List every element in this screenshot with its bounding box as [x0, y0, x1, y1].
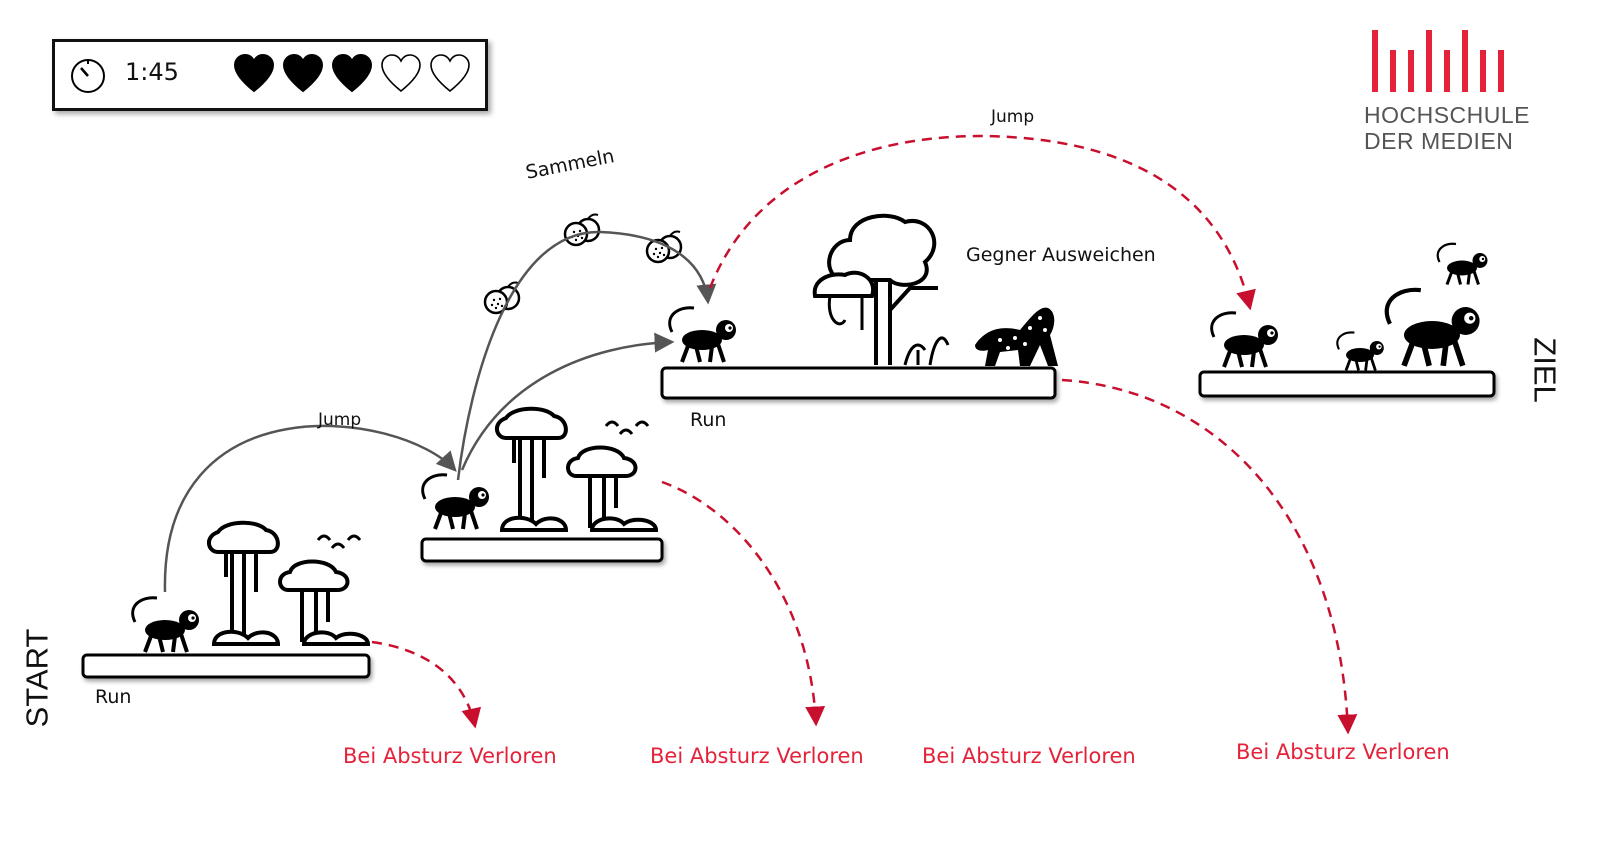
fall-path-3 — [1061, 378, 1358, 735]
monkey-goal-1 — [1209, 310, 1280, 369]
orange-2 — [563, 213, 601, 247]
orange-3 — [645, 230, 683, 264]
run-path-2 — [460, 332, 675, 471]
fail-label-3: Bei Absturz Verloren — [922, 744, 1136, 768]
collect-path — [456, 230, 717, 481]
jump-label-2: Jump — [991, 107, 1035, 127]
platform-1 — [81, 653, 371, 679]
orange-1 — [483, 281, 521, 315]
heart-empty-icon — [430, 54, 470, 93]
run-label-2: Run — [690, 409, 727, 431]
big-tree — [812, 213, 950, 366]
lives — [233, 54, 471, 94]
monkey-goal-top — [1436, 242, 1489, 286]
heart-empty-icon — [381, 54, 421, 93]
platform-goal — [1198, 370, 1496, 398]
platform-3 — [660, 366, 1057, 400]
jungle-trees-1 — [206, 520, 370, 646]
monkey-adult — [1387, 290, 1480, 366]
monkey-baby — [1335, 331, 1386, 372]
stopwatch-icon — [71, 59, 105, 93]
logo-bars — [1364, 30, 1534, 92]
logo-line-2: DER MEDIEN — [1364, 128, 1514, 154]
logo-line-1: HOCHSCHULE — [1364, 102, 1531, 128]
leopard-enemy — [975, 307, 1058, 366]
monkey-platform-2 — [420, 472, 491, 531]
platform-2 — [420, 537, 664, 563]
hdm-logo: HOCHSCHULE DER MEDIEN — [1364, 30, 1534, 154]
heart-filled-icon — [233, 54, 275, 93]
run-label-1: Run — [95, 686, 132, 708]
jump-path-1 — [163, 424, 457, 593]
jump-path-goal — [708, 134, 1256, 311]
jungle-trees-2 — [494, 406, 658, 532]
start-label: START — [19, 628, 55, 728]
fall-path-1 — [371, 640, 482, 729]
dodge-enemy-label: Gegner Ausweichen — [966, 244, 1156, 266]
monkey-platform-3 — [667, 305, 738, 364]
monkey-start — [130, 595, 201, 654]
game-hud: 1:45 — [52, 39, 488, 111]
fall-path-2 — [661, 480, 826, 727]
timer-value: 1:45 — [125, 58, 179, 86]
fail-label-1: Bei Absturz Verloren — [343, 744, 557, 768]
jump-label-1: Jump — [318, 410, 362, 430]
goal-label: ZIEL — [1527, 337, 1563, 403]
fail-label-4: Bei Absturz Verloren — [1236, 740, 1450, 764]
heart-filled-icon — [282, 54, 324, 93]
heart-filled-icon — [331, 54, 373, 93]
fail-label-2: Bei Absturz Verloren — [650, 744, 864, 768]
